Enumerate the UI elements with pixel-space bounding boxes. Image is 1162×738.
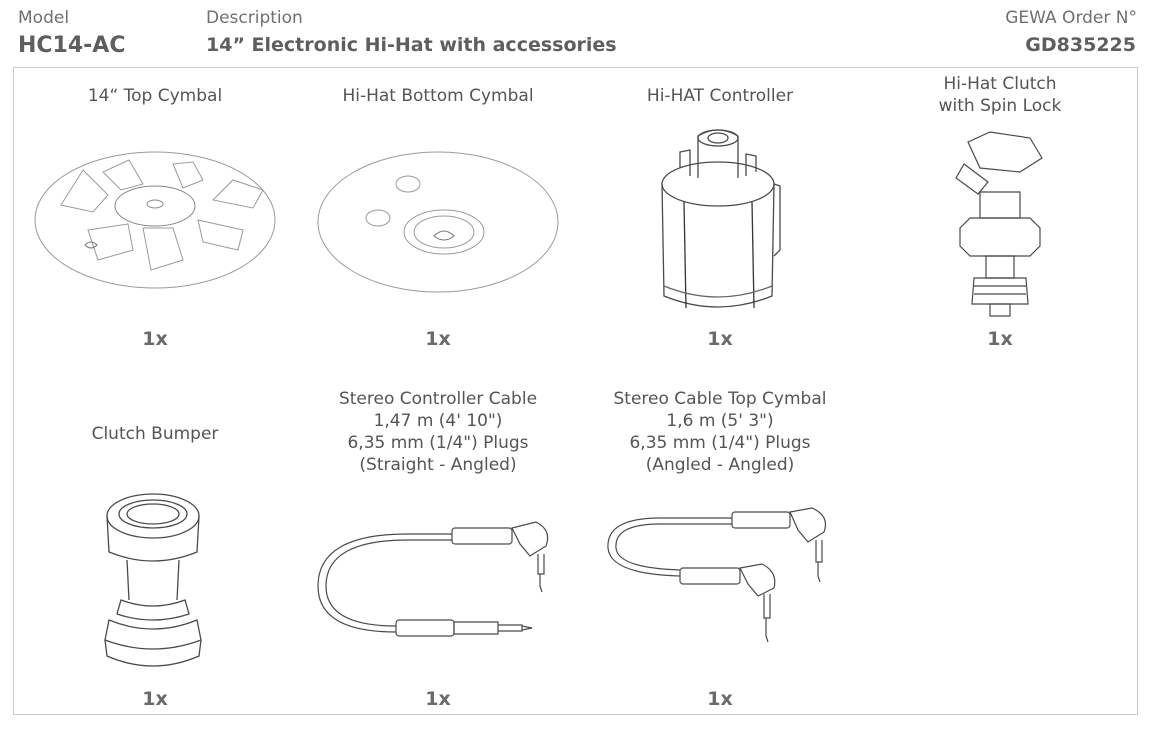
item-title: Hi-Hat Bottom Cymbal [342,86,534,106]
item-title: Hi-Hat Clutch with Spin Lock [938,74,1062,116]
item-top-cymbal-cable: Stereo Cable Top Cymbal 1,6 m (5' 3") 6,… [580,388,860,720]
item-controller-cable: Stereo Controller Cable 1,47 m (4' 10") … [298,388,578,720]
item-title: Hi-HAT Controller [646,86,794,106]
clutch-icon [950,128,1050,318]
bottom-cymbal-icon [316,150,560,295]
item-clutch-bumper: Clutch Bumper 1x [15,410,295,720]
item-quantity: 1x [707,688,733,710]
item-title: 14“ Top Cymbal [87,86,223,106]
item-hihat-clutch: Hi-Hat Clutch with Spin Lock 1x [860,72,1140,370]
hihat-controller-icon [658,122,782,318]
item-quantity: 1x [425,688,451,710]
item-quantity: 1x [707,328,733,350]
order-number-label: GEWA Order N° [1005,8,1137,28]
item-quantity: 1x [425,328,451,350]
top-cymbal-cable-icon [604,506,840,656]
clutch-bumper-icon [101,490,211,680]
order-number-value: GD835225 [1025,34,1136,56]
top-cymbal-icon [33,150,277,290]
description-value: 14” Electronic Hi-Hat with accessories [206,34,617,56]
item-quantity: 1x [987,328,1013,350]
description-label: Description [206,8,303,28]
contents-frame [13,67,1138,715]
item-quantity: 1x [142,688,168,710]
controller-cable-icon [316,516,568,646]
item-title: Stereo Controller Cable 1,47 m (4' 10") … [338,389,538,475]
item-title: Stereo Cable Top Cymbal 1,6 m (5' 3") 6,… [613,389,827,475]
item-hihat-controller: Hi-HAT Controller 1x [580,80,860,370]
item-bottom-cymbal: Hi-Hat Bottom Cymbal 1x [298,80,578,370]
item-quantity: 1x [142,328,168,350]
item-title: Clutch Bumper [91,424,219,444]
model-value: HC14-AC [18,33,126,58]
item-top-cymbal: 14“ Top Cymbal 1x [15,80,295,370]
model-label: Model [18,8,70,28]
